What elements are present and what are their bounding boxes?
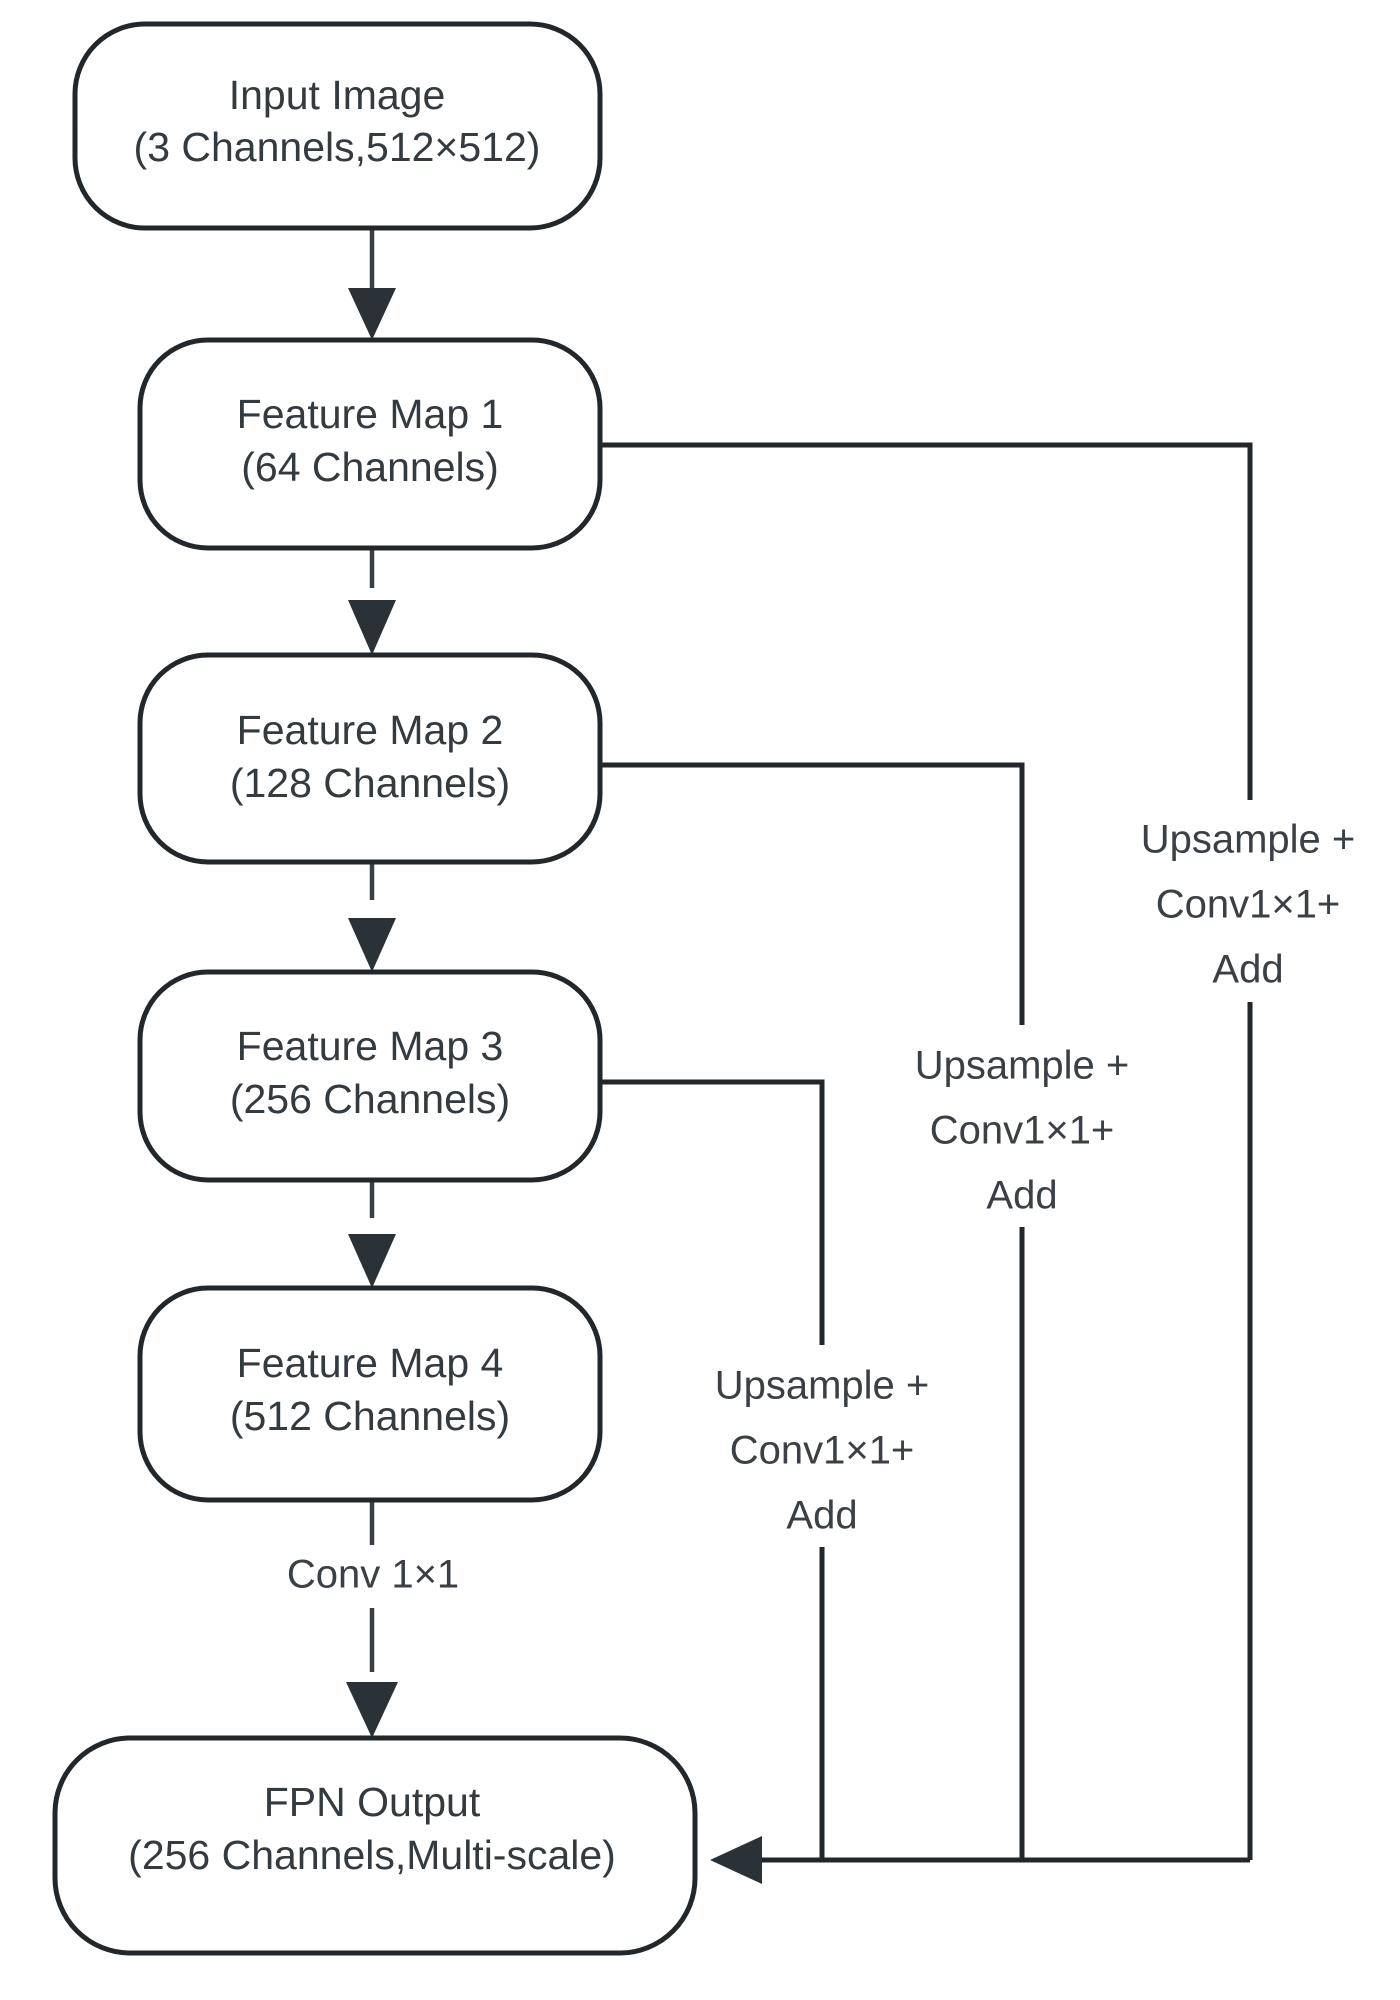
node-feature-map-2-line1: Feature Map 2 — [237, 707, 504, 753]
arrowhead-fpn — [346, 1682, 398, 1738]
edge-label-upsample-mid-bg — [850, 1025, 1205, 1227]
node-fpn-output[interactable] — [52, 1735, 698, 1956]
edge-label-upsample-mid-line1: Upsample + — [915, 1044, 1130, 1088]
node-fpn-output-line2: (256 Channels,Multi-scale) — [128, 1832, 616, 1878]
edge-label-conv: Conv 1×1 — [287, 1553, 459, 1597]
edge-label-conv-bg — [250, 1545, 500, 1607]
node-input-image[interactable] — [72, 21, 603, 231]
edge-label-upsample-mid-line2: Conv1×1+ — [930, 1109, 1115, 1153]
edge-label-upsample-bottom-bg — [650, 1345, 1005, 1547]
node-feature-map-3-line1: Feature Map 3 — [237, 1023, 504, 1069]
node-feature-map-3[interactable] — [137, 969, 603, 1183]
node-fpn-output-line1: FPN Output — [264, 1779, 481, 1825]
edge-fm3-to-fpn — [600, 1079, 825, 1860]
arrowhead-fm3 — [348, 918, 396, 972]
edge-label-upsample-top-bg — [1075, 800, 1400, 1002]
edge-fm1-to-fpn — [600, 442, 1253, 1860]
edge-label-upsample-bottom-line3: Add — [786, 1494, 857, 1538]
node-feature-map-1-line1: Feature Map 1 — [237, 391, 504, 437]
edge-label-upsample-top-line3: Add — [1212, 948, 1283, 992]
arrowhead-fm4 — [348, 1234, 396, 1288]
edge-label-upsample-bottom-line2: Conv1×1+ — [730, 1429, 915, 1473]
node-feature-map-2-line2: (128 Channels) — [230, 760, 510, 806]
node-input-image-line2: (3 Channels,512×512) — [134, 124, 541, 170]
arrowhead-fm2 — [348, 600, 396, 655]
arrowhead-fm1 — [348, 288, 396, 340]
edge-label-upsample-top-line1: Upsample + — [1141, 818, 1356, 862]
edge-label-upsample-mid-line3: Add — [986, 1174, 1057, 1218]
node-feature-map-1[interactable] — [137, 337, 603, 551]
node-feature-map-4-line2: (512 Channels) — [230, 1393, 510, 1439]
node-input-image-line1: Input Image — [229, 72, 446, 118]
edge-label-upsample-top-line2: Conv1×1+ — [1156, 883, 1341, 927]
edge-label-upsample-bottom-line1: Upsample + — [715, 1364, 930, 1408]
node-feature-map-2[interactable] — [137, 652, 603, 865]
node-feature-map-4[interactable] — [137, 1285, 603, 1503]
node-feature-map-1-line2: (64 Channels) — [241, 444, 499, 490]
node-feature-map-3-line2: (256 Channels) — [230, 1076, 510, 1122]
edge-fm2-to-fpn — [600, 762, 1025, 1860]
node-feature-map-4-line1: Feature Map 4 — [237, 1340, 504, 1386]
arrowhead-into-fpn — [710, 1836, 762, 1884]
